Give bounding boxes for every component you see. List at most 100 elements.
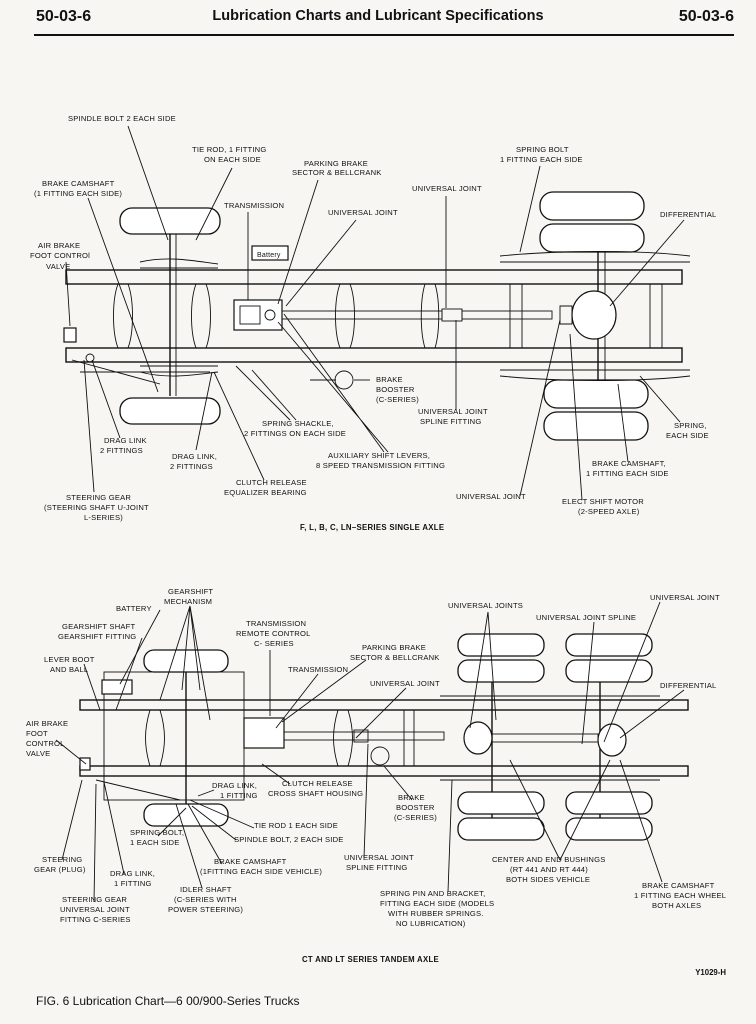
label-sg-uj-3: FITTING C-SERIES	[60, 915, 131, 924]
label-elect-shift: ELECT SHIFT MOTOR	[562, 497, 644, 506]
label-battery-b: BATTERY	[116, 604, 152, 613]
label-spring-bolt-2: 1 FITTING EACH SIDE	[500, 155, 583, 164]
label-brake-cam-b-2: (1FITTING EACH SIDE VEHICLE)	[200, 867, 322, 876]
label-spring-pin: SPRING PIN AND BRACKET,	[380, 889, 485, 898]
top-chassis	[63, 191, 691, 441]
label-parking-brake-b-2: SECTOR & BELLCRANK	[350, 653, 440, 662]
label-uj-spline-b: UNIVERSAL JOINT SPLINE	[536, 613, 636, 622]
bottom-frame-rail-upper	[79, 699, 689, 711]
label-steering-gear-2: (STEERING SHAFT U-JOINT	[44, 503, 149, 512]
label-spindle-bolt: SPINDLE BOLT 2 EACH SIDE	[68, 114, 176, 123]
header-rule	[34, 34, 734, 36]
label-sg-uj: STEERING GEAR	[62, 895, 127, 904]
top-differential	[571, 290, 617, 340]
bottom-transmission	[243, 717, 285, 749]
label-tie-rod-2: ON EACH SIDE	[204, 155, 261, 164]
top-frame-rail-upper	[65, 269, 683, 285]
label-spring-bolt-b-2: 1 EACH SIDE	[130, 838, 179, 847]
label-brake-cam-b: BRAKE CAMSHAFT	[214, 857, 287, 866]
top-battery-box	[251, 245, 289, 261]
top-brake-booster	[334, 370, 354, 390]
label-aux-shift: AUXILIARY SHIFT LEVERS,	[328, 451, 430, 460]
label-air-brake-b-3: CONTROL	[26, 739, 65, 748]
label-brake-booster-b-2: BOOSTER	[396, 803, 435, 812]
top-leaders	[65, 125, 685, 501]
label-air-brake: AIR BRAKE	[38, 241, 80, 250]
label-bushings: CENTER AND END BUSHINGS	[492, 855, 605, 864]
label-brake-cam-rear: BRAKE CAMSHAFT,	[592, 459, 666, 468]
label-clutch-release: CLUTCH RELEASE	[236, 478, 307, 487]
label-gearshift-mechanism: GEARSHIFT	[168, 587, 213, 596]
bottom-caption: CT AND LT SERIES TANDEM AXLE	[302, 955, 439, 964]
label-steering-gear: STEERING GEAR	[66, 493, 131, 502]
label-idler-shaft: IDLER SHAFT	[180, 885, 232, 894]
label-air-brake-2: FOOT CONTROl	[30, 251, 90, 260]
bottom-rear-differential	[597, 723, 627, 757]
bottom-chassis	[79, 633, 689, 841]
label-clutch-b-2: CROSS SHAFT HOUSING	[268, 789, 363, 798]
label-brake-camshaft-2: (1 FITTING EACH SIDE)	[34, 189, 122, 198]
label-universal-joint-a: UNIVERSAL JOINT	[412, 184, 482, 193]
label-trans-remote: TRANSMISSION	[246, 619, 306, 628]
bottom-front-tire-right	[143, 803, 229, 827]
label-gearshift-shaft-2: GEARSHIFT FITTING	[58, 632, 136, 641]
label-spindle-bolt-b: SPINDLE BOLT, 2 EACH SIDE	[234, 835, 344, 844]
bottom-forward-differential	[463, 721, 493, 755]
label-brake-cam-c: BRAKE CAMSHAFT	[642, 881, 715, 890]
label-transmission-b: TRANSMISSION	[288, 665, 348, 674]
label-lever-boot: LEVER BOOT	[44, 655, 95, 664]
top-air-brake-valve	[63, 327, 77, 343]
label-transmission: TRANSMISSION	[224, 201, 284, 210]
label-steering-gear-b: STEERING	[42, 855, 82, 864]
label-drag-link-a-2: 2 FITTINGS	[100, 446, 143, 455]
label-drag-link-d: DRAG LINK,	[110, 869, 155, 878]
label-drag-link-c: DRAG LINK,	[212, 781, 257, 790]
label-universal-joint-mid: UNIVERSAL JOINT	[370, 679, 440, 688]
label-parking-brake-b: PARKING BRAKE	[362, 643, 426, 652]
label-differential: DIFFERENTIAL	[660, 210, 716, 219]
label-brake-camshaft: BRAKE CAMSHAFT	[42, 179, 115, 188]
label-air-brake-b: AIR BRAKE	[26, 719, 68, 728]
label-brake-booster-3: (C-SERIES)	[376, 395, 419, 404]
label-spring-shackle-2: 2 FITTINGS ON EACH SIDE	[244, 429, 346, 438]
label-lever-boot-2: AND BALL	[50, 665, 88, 674]
label-brake-cam-c-3: BOTH AXLES	[652, 901, 701, 910]
label-air-brake-3: VALVE	[46, 262, 70, 271]
page-code-left: 50-03-6	[36, 8, 92, 25]
label-brake-booster-2: BOOSTER	[376, 385, 415, 394]
label-drag-link-a: DRAG LINK	[104, 436, 147, 445]
label-brake-booster: BRAKE	[376, 375, 403, 384]
figure-caption: FIG. 6 Lubrication Chart—6 00/900-Series…	[36, 994, 300, 1008]
label-trans-remote-2: REMOTE CONTROL	[236, 629, 311, 638]
bottom-frame-rail-lower	[79, 765, 689, 777]
label-idler-shaft-3: POWER STEERING)	[168, 905, 243, 914]
label-brake-cam-c-2: 1 FITTING EACH WHEEL	[634, 891, 726, 900]
label-spring-pin-3: WITH RUBBER SPRINGS.	[388, 909, 484, 918]
label-differential-b: DIFFERENTIAL	[660, 681, 716, 690]
label-spring-bolt-b: SPRING BOLT,	[130, 828, 184, 837]
label-steering-gear-b-2: GEAR (PLUG)	[34, 865, 86, 874]
label-drag-link-c-2: 1 FITTING	[220, 791, 258, 800]
label-spring-shackle: SPRING SHACKLE,	[262, 419, 334, 428]
top-caption: F, L, B, C, LN–SERIES SINGLE AXLE	[300, 523, 444, 532]
label-trans-remote-3: C- SERIES	[254, 639, 294, 648]
bottom-battery-box	[101, 679, 133, 695]
label-tie-rod: TIE ROD, 1 FITTING	[192, 145, 266, 154]
top-front-tire-right	[119, 397, 221, 425]
label-tie-rod-b: TIE ROD 1 EACH SIDE	[254, 821, 338, 830]
label-uj-spline: UNIVERSAL JOINT	[418, 407, 488, 416]
label-drag-link-d-2: 1 FITTING	[114, 879, 152, 888]
label-parking-brake: PARKING BRAKE	[304, 159, 368, 168]
label-spring-bolt: SPRING BOLT	[516, 145, 569, 154]
label-air-brake-b-4: VALVE	[26, 749, 50, 758]
page-code-right: 50-03-6	[678, 8, 734, 25]
label-gearshift-mechanism-2: MECHANISM	[164, 597, 212, 606]
label-parking-brake-2: SECTOR & BELLCRANK	[292, 168, 382, 177]
label-steering-gear-3: L-SERIES)	[84, 513, 123, 522]
label-clutch-release-2: EQUALIZER BEARING	[224, 488, 307, 497]
top-front-tire-left	[119, 207, 221, 235]
label-air-brake-b-2: FOOT	[26, 729, 48, 738]
label-clutch-b: CLUTCH RELEASE	[282, 779, 353, 788]
label-universal-joint-b: UNIVERSAL JOINT	[328, 208, 398, 217]
